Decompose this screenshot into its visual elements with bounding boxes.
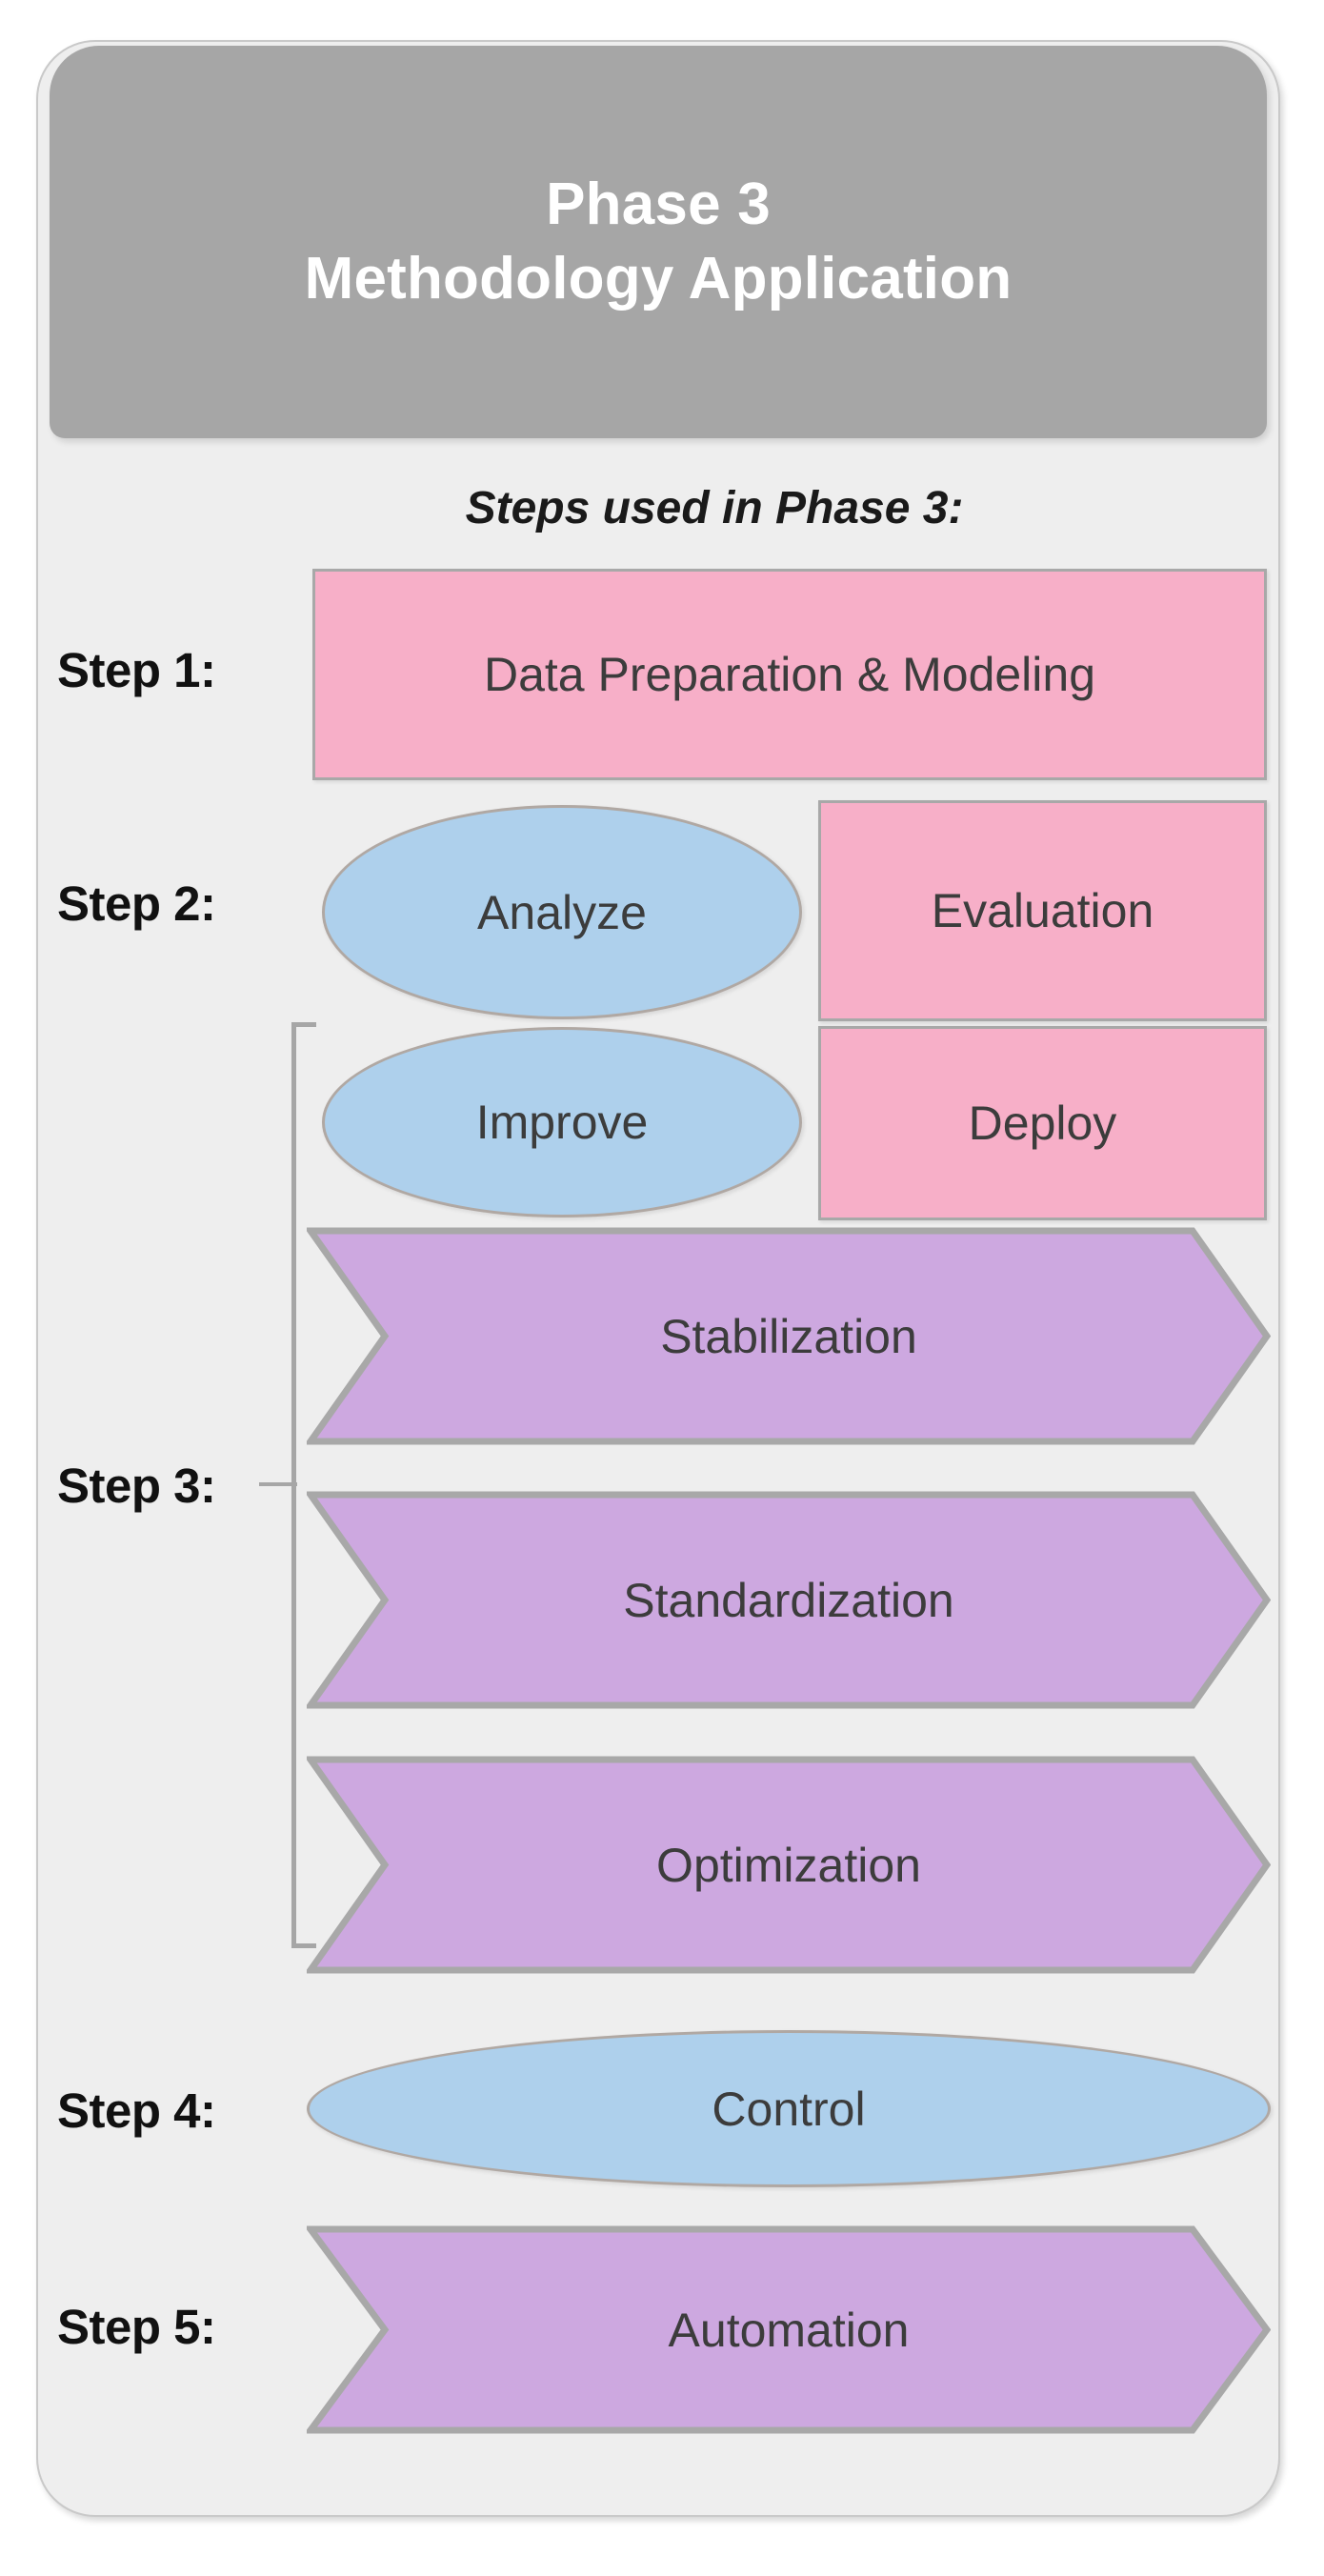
chevron-shape-icon bbox=[307, 1491, 1271, 1709]
chevron-shape-icon bbox=[307, 1756, 1271, 1974]
chevron-shape-icon bbox=[307, 1227, 1271, 1445]
step3-bracket-tick bbox=[259, 1482, 297, 1486]
shape-standardization[interactable]: Standardization bbox=[307, 1491, 1271, 1709]
shape-label-data-preparation: Data Preparation & Modeling bbox=[483, 648, 1096, 701]
chevron-shape-icon bbox=[307, 2225, 1271, 2434]
step-label-2: Step 2: bbox=[57, 876, 216, 931]
header-title-line2: Methodology Application bbox=[304, 246, 1013, 312]
step-label-1: Step 1: bbox=[57, 643, 216, 697]
shape-label-deploy: Deploy bbox=[968, 1097, 1117, 1150]
shape-label-improve: Improve bbox=[475, 1096, 649, 1149]
shape-label-stabilization: Stabilization bbox=[660, 1309, 917, 1363]
shape-optimization[interactable]: Optimization bbox=[307, 1756, 1271, 1974]
steps-subtitle: Steps used in Phase 3: bbox=[465, 483, 964, 533]
shape-label-standardization: Standardization bbox=[623, 1573, 954, 1627]
shape-label-control: Control bbox=[712, 2082, 866, 2136]
shape-automation[interactable]: Automation bbox=[307, 2225, 1271, 2434]
step-label-4: Step 4: bbox=[57, 2083, 216, 2138]
shape-control[interactable]: Control bbox=[307, 2030, 1271, 2187]
phase-header: Phase 3 Methodology Application bbox=[50, 46, 1267, 438]
step-label-3: Step 3: bbox=[57, 1459, 216, 1513]
shape-evaluation[interactable]: Evaluation bbox=[818, 800, 1267, 1021]
shape-label-optimization: Optimization bbox=[656, 1838, 921, 1892]
header-title-line1: Phase 3 bbox=[546, 171, 771, 237]
shape-stabilization[interactable]: Stabilization bbox=[307, 1227, 1271, 1445]
step-label-5: Step 5: bbox=[57, 2300, 216, 2354]
shape-improve[interactable]: Improve bbox=[322, 1027, 802, 1218]
shape-label-analyze: Analyze bbox=[477, 885, 647, 939]
shape-analyze[interactable]: Analyze bbox=[322, 805, 802, 1019]
shape-deploy[interactable]: Deploy bbox=[818, 1026, 1267, 1220]
shape-label-automation: Automation bbox=[668, 2303, 910, 2357]
shape-label-evaluation: Evaluation bbox=[931, 884, 1154, 937]
shape-data-preparation[interactable]: Data Preparation & Modeling bbox=[312, 569, 1267, 780]
